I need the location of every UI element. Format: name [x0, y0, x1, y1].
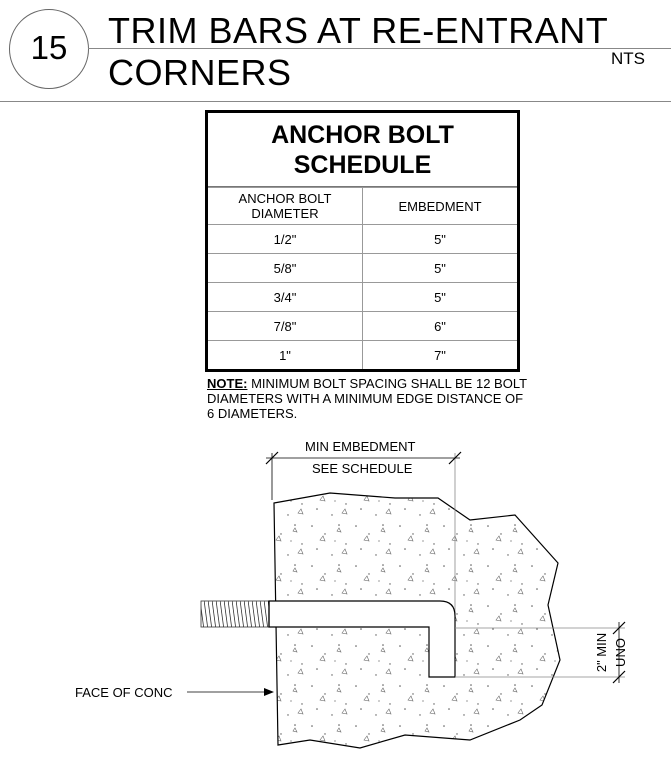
scale-note: NTS	[611, 49, 645, 68]
column-header-diameter-line-2: DIAMETER	[251, 206, 319, 221]
schedule-title: ANCHOR BOLT SCHEDULE	[208, 113, 517, 187]
face-of-concrete-label: FACE OF CONC	[75, 685, 173, 700]
title-underline	[88, 48, 671, 49]
column-header-embedment: EMBEDMENT	[362, 187, 517, 225]
anchor-bolt	[268, 600, 456, 678]
schedule-table: ANCHOR BOLT DIAMETER EMBEDMENT 1/2" 5" 5…	[208, 187, 517, 369]
table-row: 5/8" 5"	[208, 253, 517, 283]
schedule-title-line-1: ANCHOR BOLT	[271, 121, 454, 149]
clearance-label-uno: UNO	[612, 638, 628, 667]
column-header-diameter: ANCHOR BOLT DIAMETER	[208, 187, 363, 225]
dimension-label-see-schedule: SEE SCHEDULE	[312, 461, 413, 476]
schedule-header-row: ANCHOR BOLT DIAMETER EMBEDMENT	[208, 187, 517, 225]
table-row: 7/8" 6"	[208, 311, 517, 341]
bolt-thread	[200, 600, 270, 628]
note-label: NOTE:	[207, 376, 248, 391]
bolt-spacing-note: NOTE: MINIMUM BOLT SPACING SHALL BE 12 B…	[207, 376, 527, 421]
clearance-label-min: 2" MIN	[594, 632, 610, 673]
schedule-title-line-2: SCHEDULE	[293, 151, 432, 179]
detail-number: 15	[30, 29, 68, 66]
table-cell-embedment: 6"	[362, 311, 517, 341]
table-row: 1" 7"	[208, 340, 517, 369]
column-header-diameter-line-1: ANCHOR BOLT	[238, 191, 332, 206]
detail-number-circle	[9, 9, 89, 89]
dimension-label-min-embedment: MIN EMBEDMENT	[305, 439, 416, 454]
table-cell-embedment: 7"	[362, 340, 517, 369]
anchor-bolt-schedule: ANCHOR BOLT SCHEDULE ANCHOR BOLT DIAMETE…	[205, 110, 520, 372]
table-cell-diameter: 5/8"	[208, 253, 363, 283]
title-block: 15 TRIM BARS AT RE-ENTRANT CORNERS NTS	[0, 0, 671, 102]
table-row: 3/4" 5"	[208, 282, 517, 312]
title-line-1: TRIM BARS AT RE-ENTRANT	[108, 10, 609, 51]
table-cell-embedment: 5"	[362, 253, 517, 283]
drawing-title: TRIM BARS AT RE-ENTRANT CORNERS	[108, 10, 608, 94]
note-text: MINIMUM BOLT SPACING SHALL BE 12 BOLT DI…	[207, 376, 527, 421]
table-cell-diameter: 7/8"	[208, 311, 363, 341]
title-line-2: CORNERS	[108, 52, 292, 93]
table-cell-diameter: 1"	[208, 340, 363, 369]
header-divider	[0, 101, 671, 102]
